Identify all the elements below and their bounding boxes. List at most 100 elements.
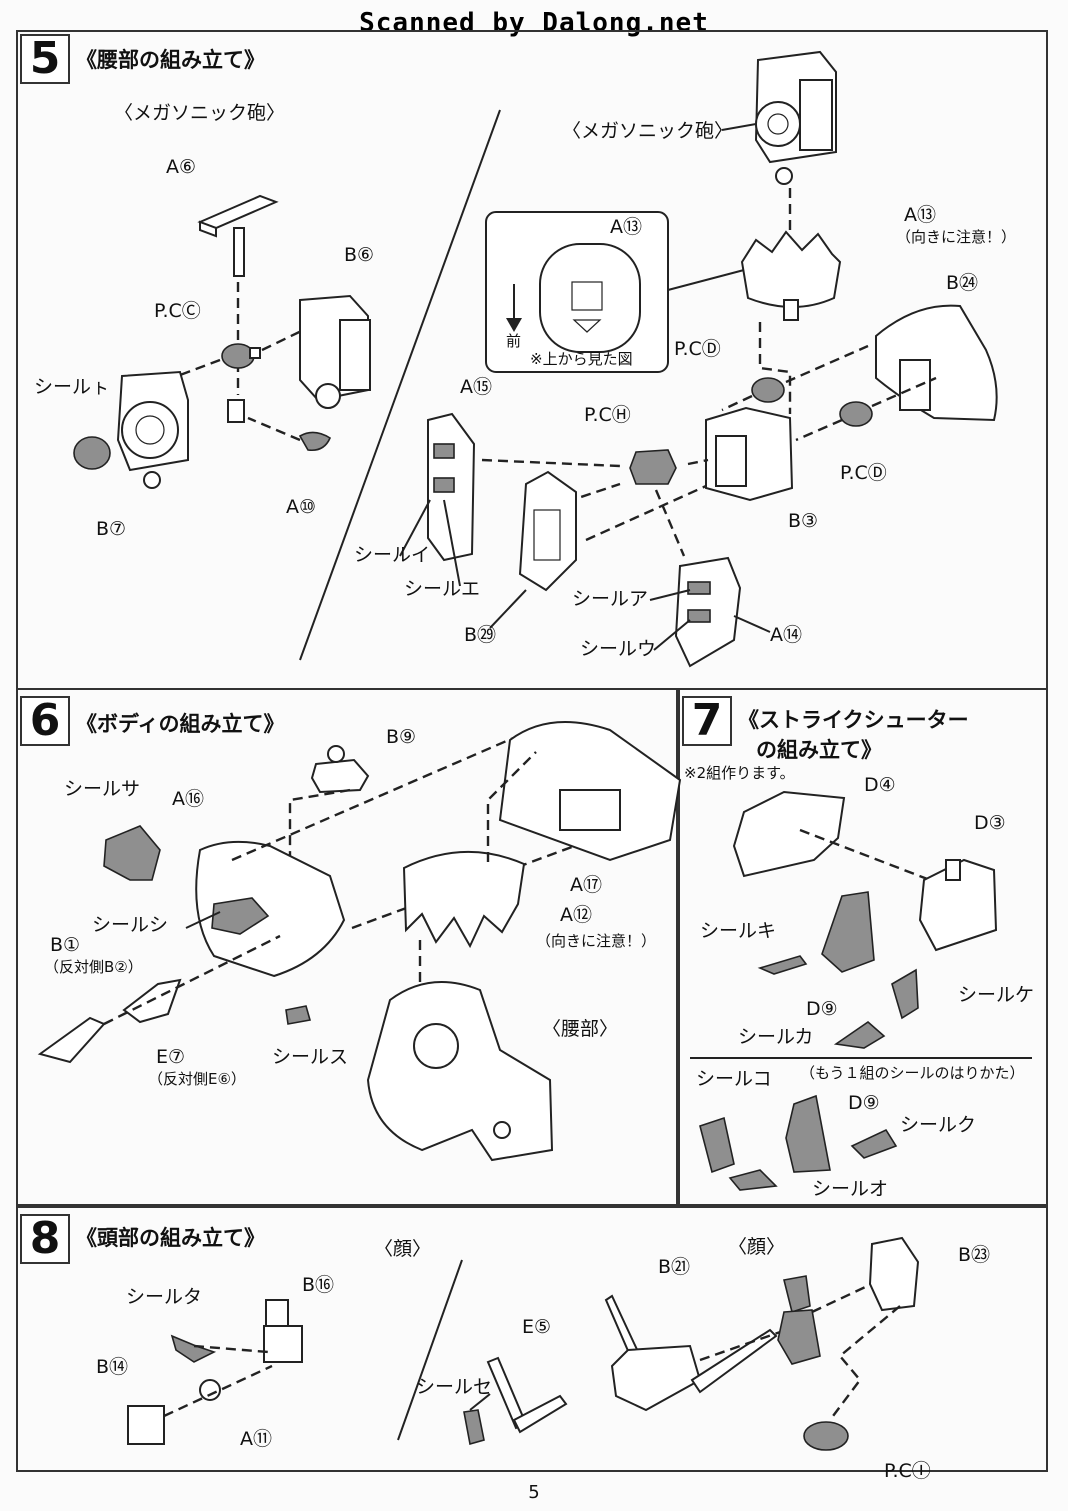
step5-title: 《腰部の組み立て》 [76,48,265,72]
arrow-seal-ta [193,1344,269,1354]
part-peg [227,399,245,423]
part-a11 [199,1379,221,1401]
label-b23: B㉓ [958,1244,991,1266]
seal-se-shape [463,1409,485,1446]
arrow-pch [687,458,709,466]
label-a13: A⑬ [904,204,936,226]
label-pci: P.CⒾ [884,1460,931,1482]
label-b1-note: （反対側B②） [44,958,143,976]
label-pcc: P.CⒸ [154,300,201,322]
part-d4 [732,790,846,878]
part-b6 [299,294,371,409]
label-seal-su: シールス [272,1046,349,1068]
label-megasonic-right: 〈メガソニック砲〉 [562,120,734,142]
label-face-left: 〈顔〉 [374,1238,432,1260]
seal-ko-shape [699,1116,735,1174]
step7-title-line2: の組み立て》 [756,738,882,762]
label-b29: B㉙ [464,624,497,646]
arrow-pcd-top [721,394,753,412]
seal-ta-shape [170,1334,217,1363]
label-d3: D③ [974,812,1006,834]
label-b6: B⑥ [344,244,375,266]
label-b9: B⑨ [386,726,417,748]
leader-b29 [489,589,527,629]
arrow-b24 [785,344,869,384]
seal-ku-shape [850,1128,898,1159]
arrow-a16-a17 [231,734,519,862]
part-a17 [498,721,682,862]
step8-title: 《頭部の組み立て》 [76,1226,265,1250]
part-pci [803,1421,849,1451]
part-b14 [127,1405,165,1445]
part-pcd-top [751,377,785,403]
step5-number: 5 [20,34,70,84]
part-a16-shell [195,840,346,978]
label-a10: A⑩ [286,496,317,518]
label-other-set: （もう１組のシールのはりかた） [800,1064,1025,1082]
label-seal-se: シールセ [416,1376,493,1398]
label-face-right: 〈顔〉 [728,1236,786,1258]
leader-seal-u [653,619,691,651]
arrow-b29-b3 [585,484,707,542]
part-b7 [116,370,189,489]
label-pcd-top: P.CⒹ [674,338,721,360]
arrow-a13 [758,322,792,414]
inset-square [571,281,603,311]
label-b16: B⑯ [302,1274,335,1296]
part-pch [629,449,677,485]
seal-ka-shape [833,1020,886,1049]
label-d9-bottom: D⑨ [848,1092,880,1114]
arrow-a14 [654,489,686,557]
label-d4: D④ [864,774,896,796]
part-a6 [197,194,279,277]
label-seal-o: シールオ [812,1178,889,1200]
label-seal-u: シールウ [580,638,657,660]
part-b24 [875,304,998,422]
inset-pointer [667,269,745,291]
seal-sa-shape [103,825,161,881]
seal-ke-shape [891,968,919,1020]
label-e7: E⑦ [156,1046,186,1068]
label-e7-note: （反対側E⑥） [148,1070,246,1088]
inset-ring [539,243,641,353]
label-seal-ke: シールケ [958,984,1035,1006]
part-pcc [221,343,261,369]
part-b9 [310,745,370,794]
arrow-a12-a17 [486,751,537,862]
arrow-b23-pci [829,1305,901,1421]
label-a12-note: （向きに注意！） [536,932,657,950]
step8-divider [397,1259,463,1441]
part-d3 [918,858,998,952]
part-a15 [427,412,476,562]
seal-o-shape [728,1169,778,1191]
label-seal-shi: シールシ [92,914,169,936]
leader-seal-a [649,589,691,601]
label-seal-ki: シールキ [700,920,777,942]
label-seal-sa: シールサ [64,778,141,800]
part-d9-bottom [785,1094,831,1173]
part-face [777,1275,821,1365]
label-megasonic-left: 〈メガソニック砲〉 [114,102,286,124]
label-a12: A⑫ [560,904,592,926]
label-inset-front: 前 [506,332,522,350]
arrow-b1 [103,934,281,1026]
label-pch: P.CⒽ [584,404,631,426]
part-waist [366,981,554,1162]
leader-seal-i [399,499,431,557]
label-seal-ka: シールカ [738,1026,814,1048]
label-b1: B① [50,934,81,956]
label-a15: A⑮ [460,376,492,398]
arrow-a15 [481,458,621,468]
arrow-b14 [163,1364,273,1418]
label-a17: A⑰ [570,874,602,896]
part-b29 [518,470,577,592]
step8-number: 8 [20,1214,70,1264]
leader-megasonic [721,123,757,131]
label-seal-e: シールエ [404,578,481,600]
step8-panel [16,1206,1048,1472]
label-b7: B⑦ [96,518,127,540]
label-seal-a: シールア [572,588,649,610]
label-seal-i: シールイ [354,544,431,566]
label-seal-ta: シールタ [126,1286,203,1308]
